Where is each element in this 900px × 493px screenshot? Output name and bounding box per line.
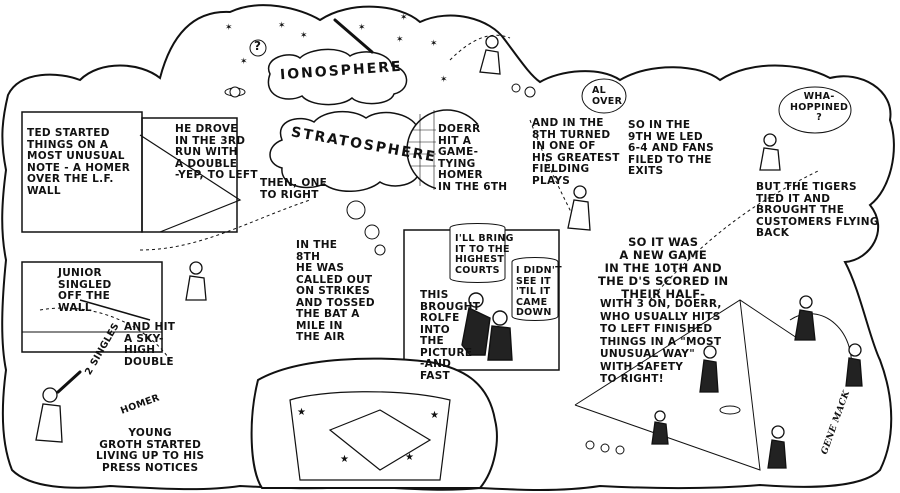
- caption-ill-bring: I'LL BRING IT TO THE HIGHEST COURTS: [455, 233, 514, 276]
- caption-so-in-the-9th: SO IN THE 9TH WE LED 6-4 AND FANS FILED …: [628, 119, 714, 177]
- svg-text:✶: ✶: [240, 57, 248, 67]
- speech-bubble-highest-courts: [449, 223, 506, 283]
- svg-text:★: ★: [340, 454, 349, 465]
- caption-then-one: THEN, ONE TO RIGHT: [260, 177, 328, 201]
- caption-i-didnt-see: I DIDN'T SEE IT 'TIL IT CAME DOWN: [516, 265, 562, 318]
- label-question-mark: ?: [254, 39, 262, 53]
- panel-he-drove: [141, 117, 238, 233]
- svg-text:★: ★: [297, 407, 306, 418]
- caption-wha-hoppined: WHA- HOPPINED ?: [790, 91, 849, 123]
- caption-so-it-was: SO IT WAS A NEW GAME IN THE 10TH AND THE…: [598, 235, 729, 301]
- outer-cloud-border: [1, 4, 895, 491]
- caption-he-drove: HE DROVE IN THE 3RD RUN WITH A DOUBLE -Y…: [175, 123, 258, 181]
- panel-junior-singled: [21, 261, 163, 353]
- caption-and-hit-a: AND HIT A SKY- HIGH DOUBLE: [124, 321, 176, 368]
- caption-but-the-tigers: BUT THE TIGERS TIED IT AND BROUGHT THE C…: [756, 181, 879, 239]
- caption-doerr-hit: DOERR HIT A GAME- TYING HOMER IN THE 6TH: [436, 123, 510, 193]
- caption-ted-started: TED STARTED THINGS ON A MOST UNUSUAL NOT…: [27, 127, 131, 197]
- speech-bubble-didnt-see: [511, 257, 559, 321]
- caption-with-3-on: WITH 3 ON, DOERR, WHO USUALLY HITS TO LE…: [600, 298, 722, 385]
- svg-text:✶: ✶: [396, 35, 404, 45]
- svg-text:✶: ✶: [300, 31, 308, 41]
- svg-text:✶: ✶: [358, 23, 366, 33]
- stadium: [250, 357, 498, 489]
- caption-al-over: AL OVER: [592, 85, 623, 107]
- svg-text:✶: ✶: [430, 39, 438, 49]
- speech-bubble-wha-hoppined: [778, 86, 852, 134]
- speech-bubble-al-over: [581, 78, 627, 114]
- caption-junior-singled: JUNIOR SINGLED OFF THE WALL: [58, 267, 112, 314]
- svg-text:✶: ✶: [278, 21, 286, 31]
- svg-text:★: ★: [430, 410, 439, 421]
- caption-young-groth: YOUNG GROTH STARTED LIVING UP TO HIS PRE…: [96, 427, 205, 474]
- svg-text:✶: ✶: [225, 23, 233, 33]
- svg-text:★: ★: [405, 452, 414, 463]
- caption-and-in-the-8th: AND IN THE 8TH TURNED IN ONE OF HIS GREA…: [532, 117, 620, 187]
- caption-in-the-8th: IN THE 8TH HE WAS CALLED OUT ON STRIKES …: [296, 239, 375, 343]
- svg-text:✶: ✶: [400, 13, 408, 23]
- ionosphere-cloud: [267, 48, 408, 106]
- svg-text:✶: ✶: [440, 75, 448, 85]
- caption-this-brought: THIS BROUGHT ROLFE INTO THE PICTURE -AND…: [420, 289, 481, 382]
